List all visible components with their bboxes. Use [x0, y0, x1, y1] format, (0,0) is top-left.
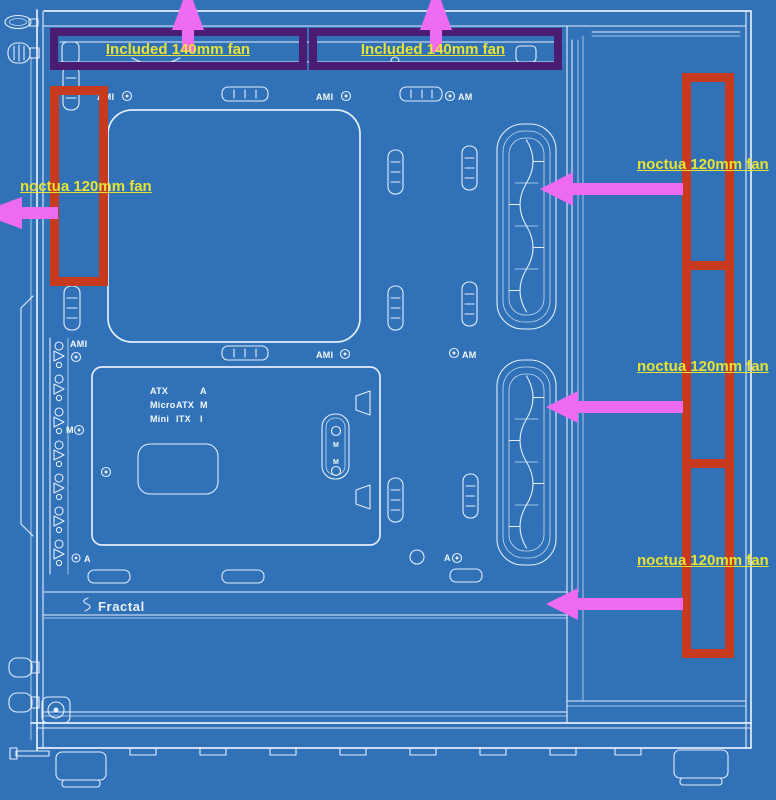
mobo-size-key: A: [200, 386, 207, 396]
arrow-left-front-fan-3: [546, 588, 683, 620]
label-included-140mm-fan-1[interactable]: Included 140mm fan: [105, 41, 251, 58]
corner-screw: [41, 696, 71, 724]
front-fan-grille-top: [496, 123, 557, 330]
standoff-label: AM: [462, 350, 477, 360]
rear-thumbscrews: [4, 14, 50, 760]
arrow-left-front-fan-1: [540, 172, 683, 206]
standoff-marks-middle: AMI AMI AM: [70, 339, 477, 363]
case-line-art: AMI AMI AM AMI AMI AM M A A: [4, 9, 752, 788]
rear-bracket-slots: [62, 65, 81, 331]
arrow-up-top-fan-1: [172, 0, 204, 52]
standoff-label: AM: [458, 92, 473, 102]
standoff-label: A: [444, 553, 451, 563]
annotations: [0, 0, 734, 658]
standoff-label: A: [84, 554, 91, 564]
case-foot-left: [55, 751, 107, 788]
front-fan-stack-box: [682, 73, 734, 658]
mobo-size-key: M: [200, 400, 208, 410]
psu-shroud: Fractal: [43, 591, 568, 619]
label-noctua-120mm-front-3[interactable]: noctua 120mm fan: [637, 552, 769, 569]
mobo-size-name2: ATX: [176, 400, 194, 410]
fractal-logo-icon: [83, 597, 91, 612]
case-outline: [30, 9, 752, 751]
standoff-label: AMI: [316, 92, 333, 102]
cable-brackets-vertical: [387, 145, 479, 523]
label-noctua-120mm-front-2[interactable]: noctua 120mm fan: [637, 358, 769, 375]
mobo-size-name: Micro: [150, 400, 176, 410]
motherboard-tray: ATX A Micro ATX M Mini ITX I M M: [91, 366, 381, 546]
brand-logo-text: Fractal: [98, 599, 145, 614]
arrow-left-front-fan-2: [546, 391, 683, 423]
label-noctua-120mm-front-1[interactable]: noctua 120mm fan: [637, 156, 769, 173]
mobo-size-name: ATX: [150, 386, 168, 396]
standoff-marks-top: AMI AMI AM: [97, 90, 473, 102]
label-noctua-120mm-rear[interactable]: noctua 120mm fan: [20, 178, 152, 195]
mobo-size-name2: ITX: [176, 414, 191, 424]
rear-panel-bulge: [20, 295, 34, 537]
mobo-size-key: I: [200, 414, 203, 424]
rear-fan-box: [50, 86, 108, 286]
arrow-up-top-fan-2: [420, 0, 452, 52]
included-fan-box-1: [50, 28, 307, 70]
grommet-label: M: [333, 459, 339, 466]
mobo-size-name: Mini: [150, 414, 169, 424]
top-vent-window: [107, 109, 361, 343]
case-base: [55, 747, 729, 788]
standoff-label: AMI: [70, 339, 87, 349]
front-fan-grille-bottom: [496, 359, 557, 566]
cable-brackets-horizontal: [87, 86, 483, 584]
standoff-label: M: [66, 425, 74, 435]
pci-slot-column: [49, 337, 69, 575]
standoff-label: AMI: [316, 350, 333, 360]
grommet-label: M: [333, 442, 339, 449]
standoff-marks-misc: M A A: [66, 424, 463, 565]
label-included-140mm-fan-2[interactable]: Included 140mm fan: [360, 41, 506, 58]
case-foot-right: [673, 749, 729, 786]
arrow-left-rear-fan: [0, 197, 58, 229]
